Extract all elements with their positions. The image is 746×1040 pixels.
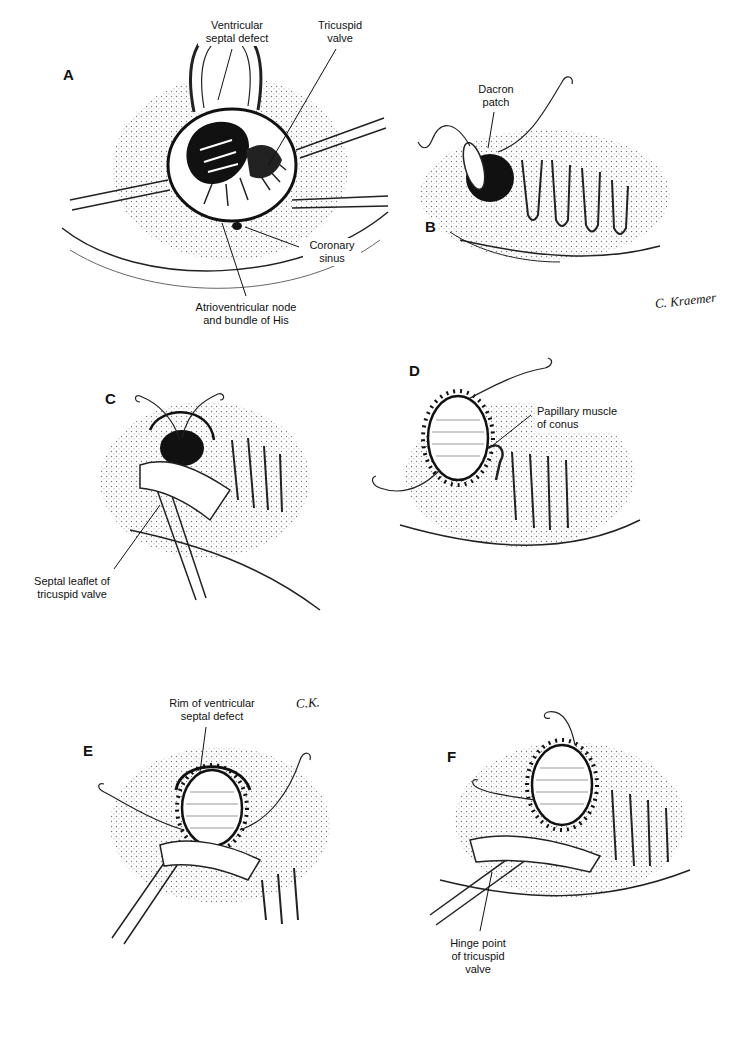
- leader-line: [222, 223, 246, 296]
- chordae: [200, 140, 238, 172]
- leader-lines: [114, 49, 531, 931]
- retractor: [296, 118, 386, 158]
- retractor: [202, 38, 251, 108]
- suture-line: [423, 391, 493, 485]
- trabeculae: [612, 790, 668, 866]
- leader-line: [268, 49, 336, 166]
- defect-rim: [168, 109, 296, 221]
- leader-line: [200, 727, 206, 772]
- suture-line: [527, 740, 597, 830]
- suture: [473, 780, 535, 800]
- coronary-sinus: [232, 222, 242, 230]
- suture: [418, 126, 470, 148]
- panel-letter: F: [446, 748, 457, 766]
- leader-line: [114, 505, 160, 569]
- trabeculae: [232, 438, 282, 512]
- retractor: [292, 196, 388, 208]
- anatomy-label: Tricuspid valve: [309, 18, 371, 46]
- tissue-shading: [100, 402, 310, 558]
- suture: [99, 784, 184, 830]
- tissue-shading: [455, 742, 685, 898]
- anatomy-label: Hinge point of tricuspid valve: [445, 936, 511, 977]
- suture-line: [177, 765, 247, 851]
- septal-leaflet: [140, 462, 230, 520]
- dacron-patch: [182, 770, 242, 846]
- ventricle-floor: [460, 240, 660, 256]
- ventricle-floor: [450, 232, 560, 262]
- ventricle-floor: [130, 530, 320, 610]
- suture: [240, 753, 310, 830]
- anatomy-label: Papillary muscle of conus: [536, 404, 630, 432]
- retractor: [70, 180, 170, 210]
- ventricle-floor: [440, 870, 690, 896]
- trabeculae: [262, 868, 298, 924]
- anatomy-label: Atrioventricular node and bundle of His: [186, 300, 306, 328]
- panel-c-illustration: [100, 394, 320, 610]
- artist-signature: C. Kraemer: [654, 290, 717, 311]
- ventricle-floor: [400, 520, 640, 545]
- septal-leaflet: [160, 841, 260, 880]
- suture: [544, 712, 575, 745]
- panel-letter: A: [62, 66, 75, 84]
- patch-weave: [186, 792, 238, 828]
- panel-letter: B: [424, 218, 437, 236]
- panel-f-illustration: [430, 712, 690, 925]
- dacron-patch: [428, 396, 488, 480]
- septal-leaflet: [470, 836, 600, 872]
- panel-letter: C: [104, 390, 117, 408]
- anatomy-label: Ventricular septal defect: [198, 18, 276, 46]
- panel-d-illustration: [373, 358, 640, 547]
- dacron-patch: [459, 140, 489, 191]
- leader-line: [480, 872, 492, 931]
- dacron-patch: [532, 745, 592, 825]
- patch-weave: [536, 768, 588, 804]
- suture: [182, 394, 224, 438]
- leader-line: [218, 49, 232, 100]
- suture: [373, 470, 440, 491]
- leader-line: [245, 227, 299, 247]
- suture: [136, 396, 181, 440]
- artist-signature: C.K.: [295, 694, 320, 711]
- panel-letter: D: [408, 362, 421, 380]
- tissue-shading: [420, 130, 670, 260]
- patch-weave: [432, 420, 484, 456]
- leader-line: [492, 415, 531, 446]
- anatomy-label: Coronary sinus: [303, 238, 361, 266]
- panel-letter: E: [82, 742, 94, 760]
- panel-a-illustration: [62, 28, 388, 288]
- panel-e-illustration: [99, 747, 330, 944]
- panel-b-illustration: [418, 77, 670, 262]
- trabeculae: [522, 160, 628, 234]
- suture: [470, 358, 552, 398]
- leader-line: [488, 112, 494, 148]
- trabeculae: [512, 452, 568, 530]
- anatomy-label: Rim of ventricular septal defect: [163, 696, 261, 724]
- septal-defect: [160, 430, 204, 466]
- septal-defect: [186, 122, 249, 184]
- anatomy-label: Septal leaflet of tricuspid valve: [23, 574, 121, 602]
- anatomy-label: Dacron patch: [470, 82, 522, 110]
- tissue-shading: [110, 747, 330, 903]
- papillary-muscle: [488, 445, 502, 480]
